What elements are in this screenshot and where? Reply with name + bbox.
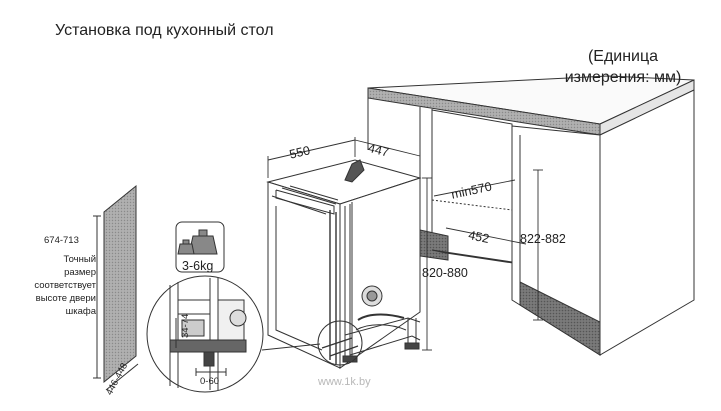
door-note-line1: Точный <box>63 254 96 265</box>
door-note-line2: размер <box>64 267 96 278</box>
right-plinth <box>519 281 601 356</box>
door-note-line5: шкафа <box>65 306 96 317</box>
door-note-line3: соответствует <box>34 280 96 291</box>
unit-note-line2: измерения: мм) <box>564 69 682 86</box>
label-door-panel-height: 674-713 <box>44 235 79 246</box>
kitchen-cabinet <box>367 75 695 356</box>
left-plinth <box>419 229 449 261</box>
door-panel-face <box>103 184 137 384</box>
label-niche-height: 822-882 <box>520 232 566 246</box>
door-note-line4: высоте двери <box>35 293 96 304</box>
watermark: www.1k.by <box>318 376 371 388</box>
detail-focus-circle <box>317 320 363 366</box>
weight-label: 3-6kg <box>182 259 214 273</box>
door-note: Точный размер соответствует высоте двери… <box>28 253 96 318</box>
dimension-lines <box>267 137 543 351</box>
dishwasher <box>266 159 422 369</box>
unit-note: (Единица измерения: мм) <box>548 46 698 88</box>
page-title: Установка под кухонный стол <box>55 22 274 39</box>
weight-icon <box>175 221 225 273</box>
label-dishwasher-height: 820-880 <box>422 266 468 280</box>
label-kick-height: 34-74 <box>180 313 191 338</box>
door-panel <box>93 184 139 391</box>
right-cabinet-side <box>599 89 695 356</box>
foot-detail <box>146 275 321 393</box>
unit-note-line1: (Единица <box>587 48 659 65</box>
dishwasher-door <box>267 181 341 369</box>
label-kick-offset: 0-60 <box>200 376 220 387</box>
